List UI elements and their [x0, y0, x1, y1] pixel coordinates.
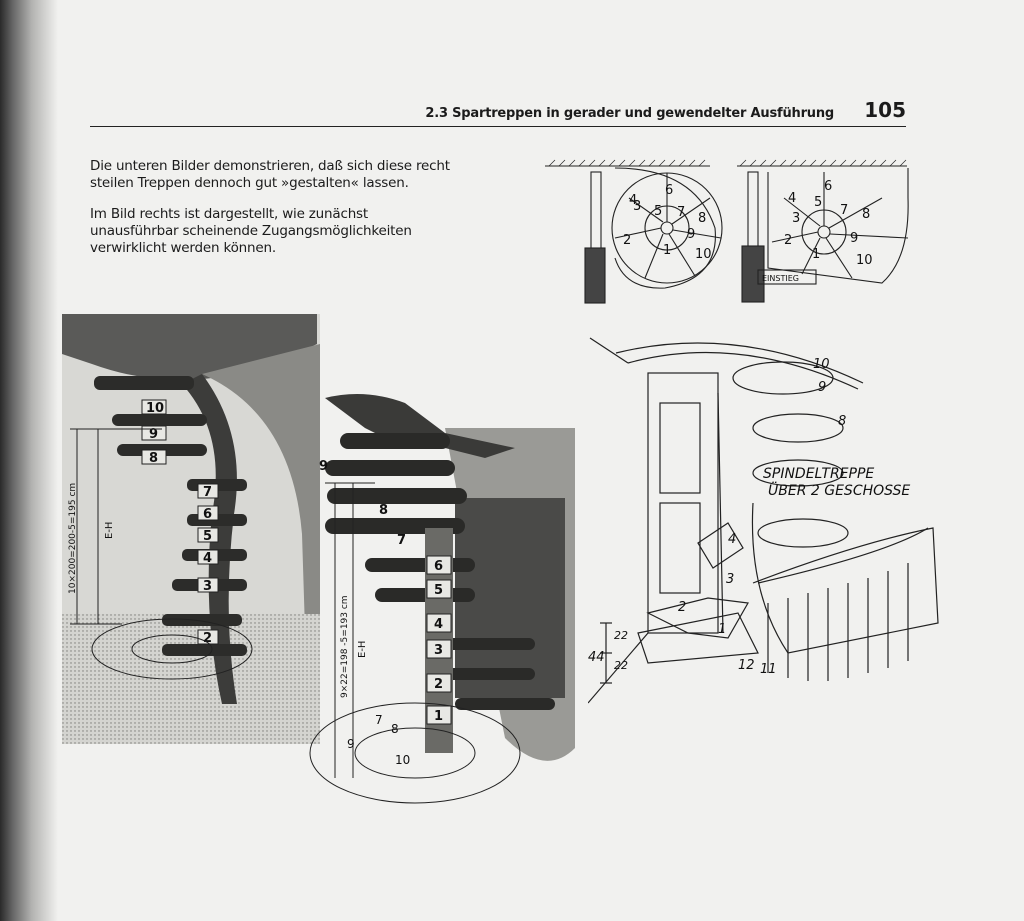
plan-right-step: 9	[850, 231, 858, 246]
render-plan-label: 8	[391, 722, 399, 736]
sketch-step: 9	[818, 380, 826, 395]
photo-step: 3	[203, 579, 212, 594]
intro-text: Die unteren Bilder demonstrieren, daß si…	[90, 158, 460, 271]
sketch-step: 10	[813, 357, 830, 372]
photo-height-label: E-H	[104, 522, 115, 539]
photo-dimension: 10×200=200-5=195 cm	[68, 483, 78, 594]
plan-left-step: 6	[665, 183, 673, 198]
plan-right-step: 7	[840, 203, 848, 218]
photo-step: 10	[146, 401, 164, 416]
plan-left-step: 7	[677, 205, 685, 220]
render-height-label: E-H	[357, 641, 368, 658]
photo-step: 7	[203, 485, 212, 500]
sketch-step: 1	[718, 622, 726, 637]
render-step: 2	[434, 677, 443, 692]
render-plan-label: 9	[347, 737, 355, 751]
render-step: 4	[434, 617, 443, 632]
render-step: 8	[379, 503, 388, 518]
render-step: 5	[434, 583, 443, 598]
plan-left-step: 3	[633, 199, 641, 214]
plan-left-step: 8	[698, 211, 706, 226]
render-step: 9	[319, 459, 328, 474]
plan-left-step: 1	[663, 243, 671, 258]
floor-plan-right: 1 2 3 4 5 6 7 8 9 10 EINSTIEG	[737, 159, 909, 303]
plan-right-step: 10	[856, 253, 873, 268]
sketch-dim-upper: 22	[614, 629, 628, 642]
plan-right-step: 1	[812, 247, 820, 262]
sketch-step: 2	[678, 600, 686, 615]
section-title: 2.3 Spartreppen in gerader und gewendelt…	[425, 106, 834, 121]
sketch-step: 8	[838, 414, 846, 429]
plan-left-step: 4	[629, 193, 637, 208]
photo-step: 5	[203, 529, 212, 544]
render-spiral-stair: 9 8 7 6 5 4 3 2 1 9 8 7 10 9×22=198 -5=1…	[309, 394, 575, 804]
sketch-caption: ÜBER 2 GESCHOSSE	[768, 481, 910, 499]
render-step: 3	[434, 643, 443, 658]
photo-step: 9	[149, 427, 158, 442]
plan-left-step: 5	[654, 204, 662, 219]
plan-right-step: 5	[814, 195, 822, 210]
render-step: 1	[434, 709, 443, 724]
sketch-step: 3	[726, 572, 734, 587]
sketch-dim-lower: 22	[614, 659, 628, 672]
plan-right-step: 6	[824, 179, 832, 194]
floor-plan-left: 1 2 3 4 5 6 7 8 9 10	[545, 159, 723, 304]
plan-left-step: 9	[687, 227, 695, 242]
page-number: 105	[864, 98, 906, 122]
render-plan-label: 7	[375, 713, 383, 727]
sketch-step: 4	[728, 532, 736, 547]
photo-step: 2	[203, 631, 212, 646]
photo-step: 8	[149, 451, 158, 466]
paragraph-1: Die unteren Bilder demonstrieren, daß si…	[90, 158, 450, 191]
sketch-dim-total: 44	[588, 650, 605, 665]
render-step: 7	[397, 533, 406, 548]
book-binding-shadow	[0, 0, 58, 921]
plan-left-step: 10	[695, 247, 712, 262]
photo-step: 6	[203, 507, 212, 522]
render-dimension: 9×22=198 -5=193 cm	[340, 595, 350, 698]
plan-right-step: 4	[788, 191, 796, 206]
running-header: 2.3 Spartreppen in gerader und gewendelt…	[90, 96, 906, 127]
render-plan-label: 10	[395, 753, 410, 767]
plan-right-step: 2	[784, 233, 792, 248]
plan-right-step: 3	[792, 211, 800, 226]
photo-step: 4	[203, 551, 212, 566]
paragraph-2: Im Bild rechts ist dargestellt, wie zunä…	[90, 206, 412, 256]
sketch-step: 12	[738, 658, 755, 673]
render-step: 6	[434, 559, 443, 574]
sketch-spiral-stair: SPINDELTREPPE ÜBER 2 GESCHOSSE 10 9 8 4 …	[588, 337, 939, 704]
photo-spiral-stair: 10 9 8 7 6 5 4 3 2 10×200=200-5=195 cm E…	[62, 314, 320, 744]
sketch-caption: SPINDELTREPPE	[763, 466, 874, 482]
plan-right-step: 8	[862, 207, 870, 222]
entry-label: EINSTIEG	[762, 274, 799, 283]
plan-left-step: 2	[623, 233, 631, 248]
sketch-step: 11	[760, 662, 777, 677]
